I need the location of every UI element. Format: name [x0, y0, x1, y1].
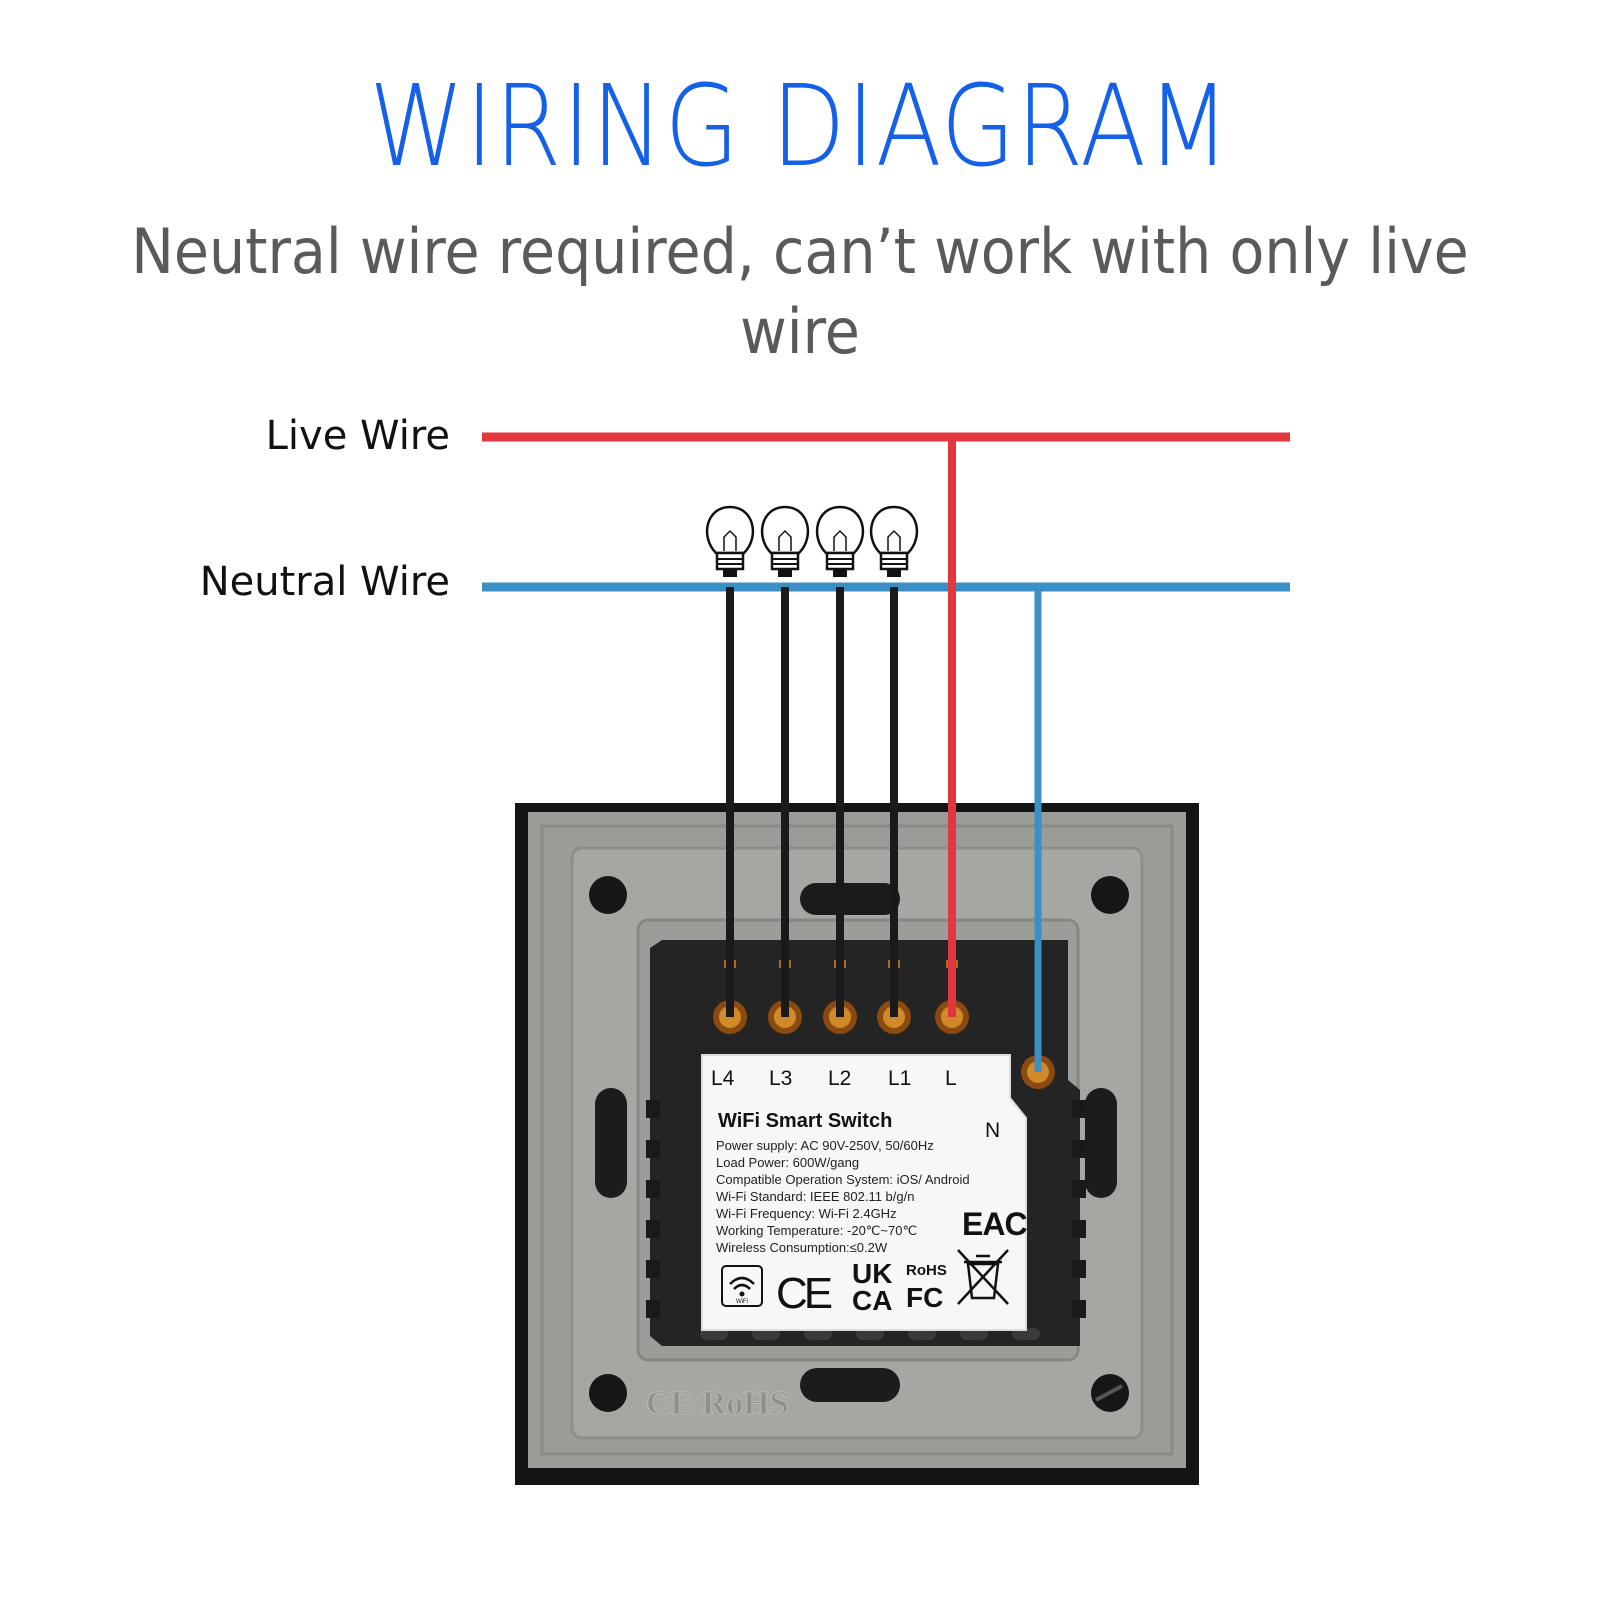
light-bulb-icon [815, 505, 865, 577]
rohs-mark: RoHS [906, 1262, 947, 1279]
terminal-label-l: L [945, 1067, 957, 1090]
live-wire-label: Live Wire [265, 413, 450, 459]
light-bulb-icon [760, 505, 810, 577]
eac-mark: EAC [962, 1206, 1027, 1242]
light-bulb-icon [869, 505, 919, 577]
terminal-label-l2: L2 [828, 1067, 851, 1090]
spec-title: WiFi Smart Switch [718, 1110, 892, 1132]
wifi-mark-text: WiFi [736, 1299, 748, 1305]
spec-line: Wireless Consumption:≤0.2W [716, 1240, 888, 1255]
switch-module [646, 940, 1086, 1346]
neutral-wire-label: Neutral Wire [199, 559, 450, 605]
mounting-hole [589, 1374, 627, 1412]
mounting-slot [595, 1088, 627, 1198]
ce-mark: CE [776, 1269, 832, 1318]
mounting-slot [800, 1368, 900, 1402]
light-bulb-icon [705, 505, 755, 577]
ukca-mark-bottom: CA [852, 1285, 892, 1316]
weee-bin-icon [957, 1249, 1009, 1305]
spec-line: Power supply: AC 90V-250V, 50/60Hz [716, 1138, 934, 1153]
terminal-label-l4: L4 [711, 1067, 735, 1090]
fc-mark: FC [906, 1282, 943, 1313]
wires [482, 432, 1290, 1072]
mounting-hole [589, 876, 627, 914]
terminal-label-n: N [985, 1119, 1000, 1142]
mounting-slot [800, 883, 900, 915]
mounting-hole [1091, 876, 1129, 914]
wifi-icon: WiFi [721, 1265, 763, 1307]
spec-line: Wi-Fi Frequency: Wi-Fi 2.4GHz [716, 1206, 897, 1221]
spec-label-card [701, 1054, 1027, 1331]
page-subtitle: Neutral wire required, can’t work with o… [131, 215, 1469, 368]
bulbs [705, 505, 919, 577]
spec-line: Load Power: 600W/gang [716, 1155, 859, 1170]
spec-line: Wi-Fi Standard: IEEE 802.11 b/g/n [716, 1189, 914, 1204]
terminal-label-l1: L1 [888, 1067, 911, 1090]
spec-line: Compatible Operation System: iOS/ Androi… [716, 1172, 970, 1187]
terminal-label-l3: L3 [769, 1067, 792, 1090]
mounting-slot [1085, 1088, 1117, 1198]
ukca-mark-top: UK [852, 1258, 892, 1289]
embossed-marks: CE RoHS [646, 1385, 789, 1422]
page-title: WIRING DIAGRAM [369, 62, 1231, 192]
certification-marks: WiFi CE UK CA RoHS FC EAC [721, 1206, 1028, 1318]
spec-line: Working Temperature: -20℃~70℃ [716, 1223, 917, 1238]
